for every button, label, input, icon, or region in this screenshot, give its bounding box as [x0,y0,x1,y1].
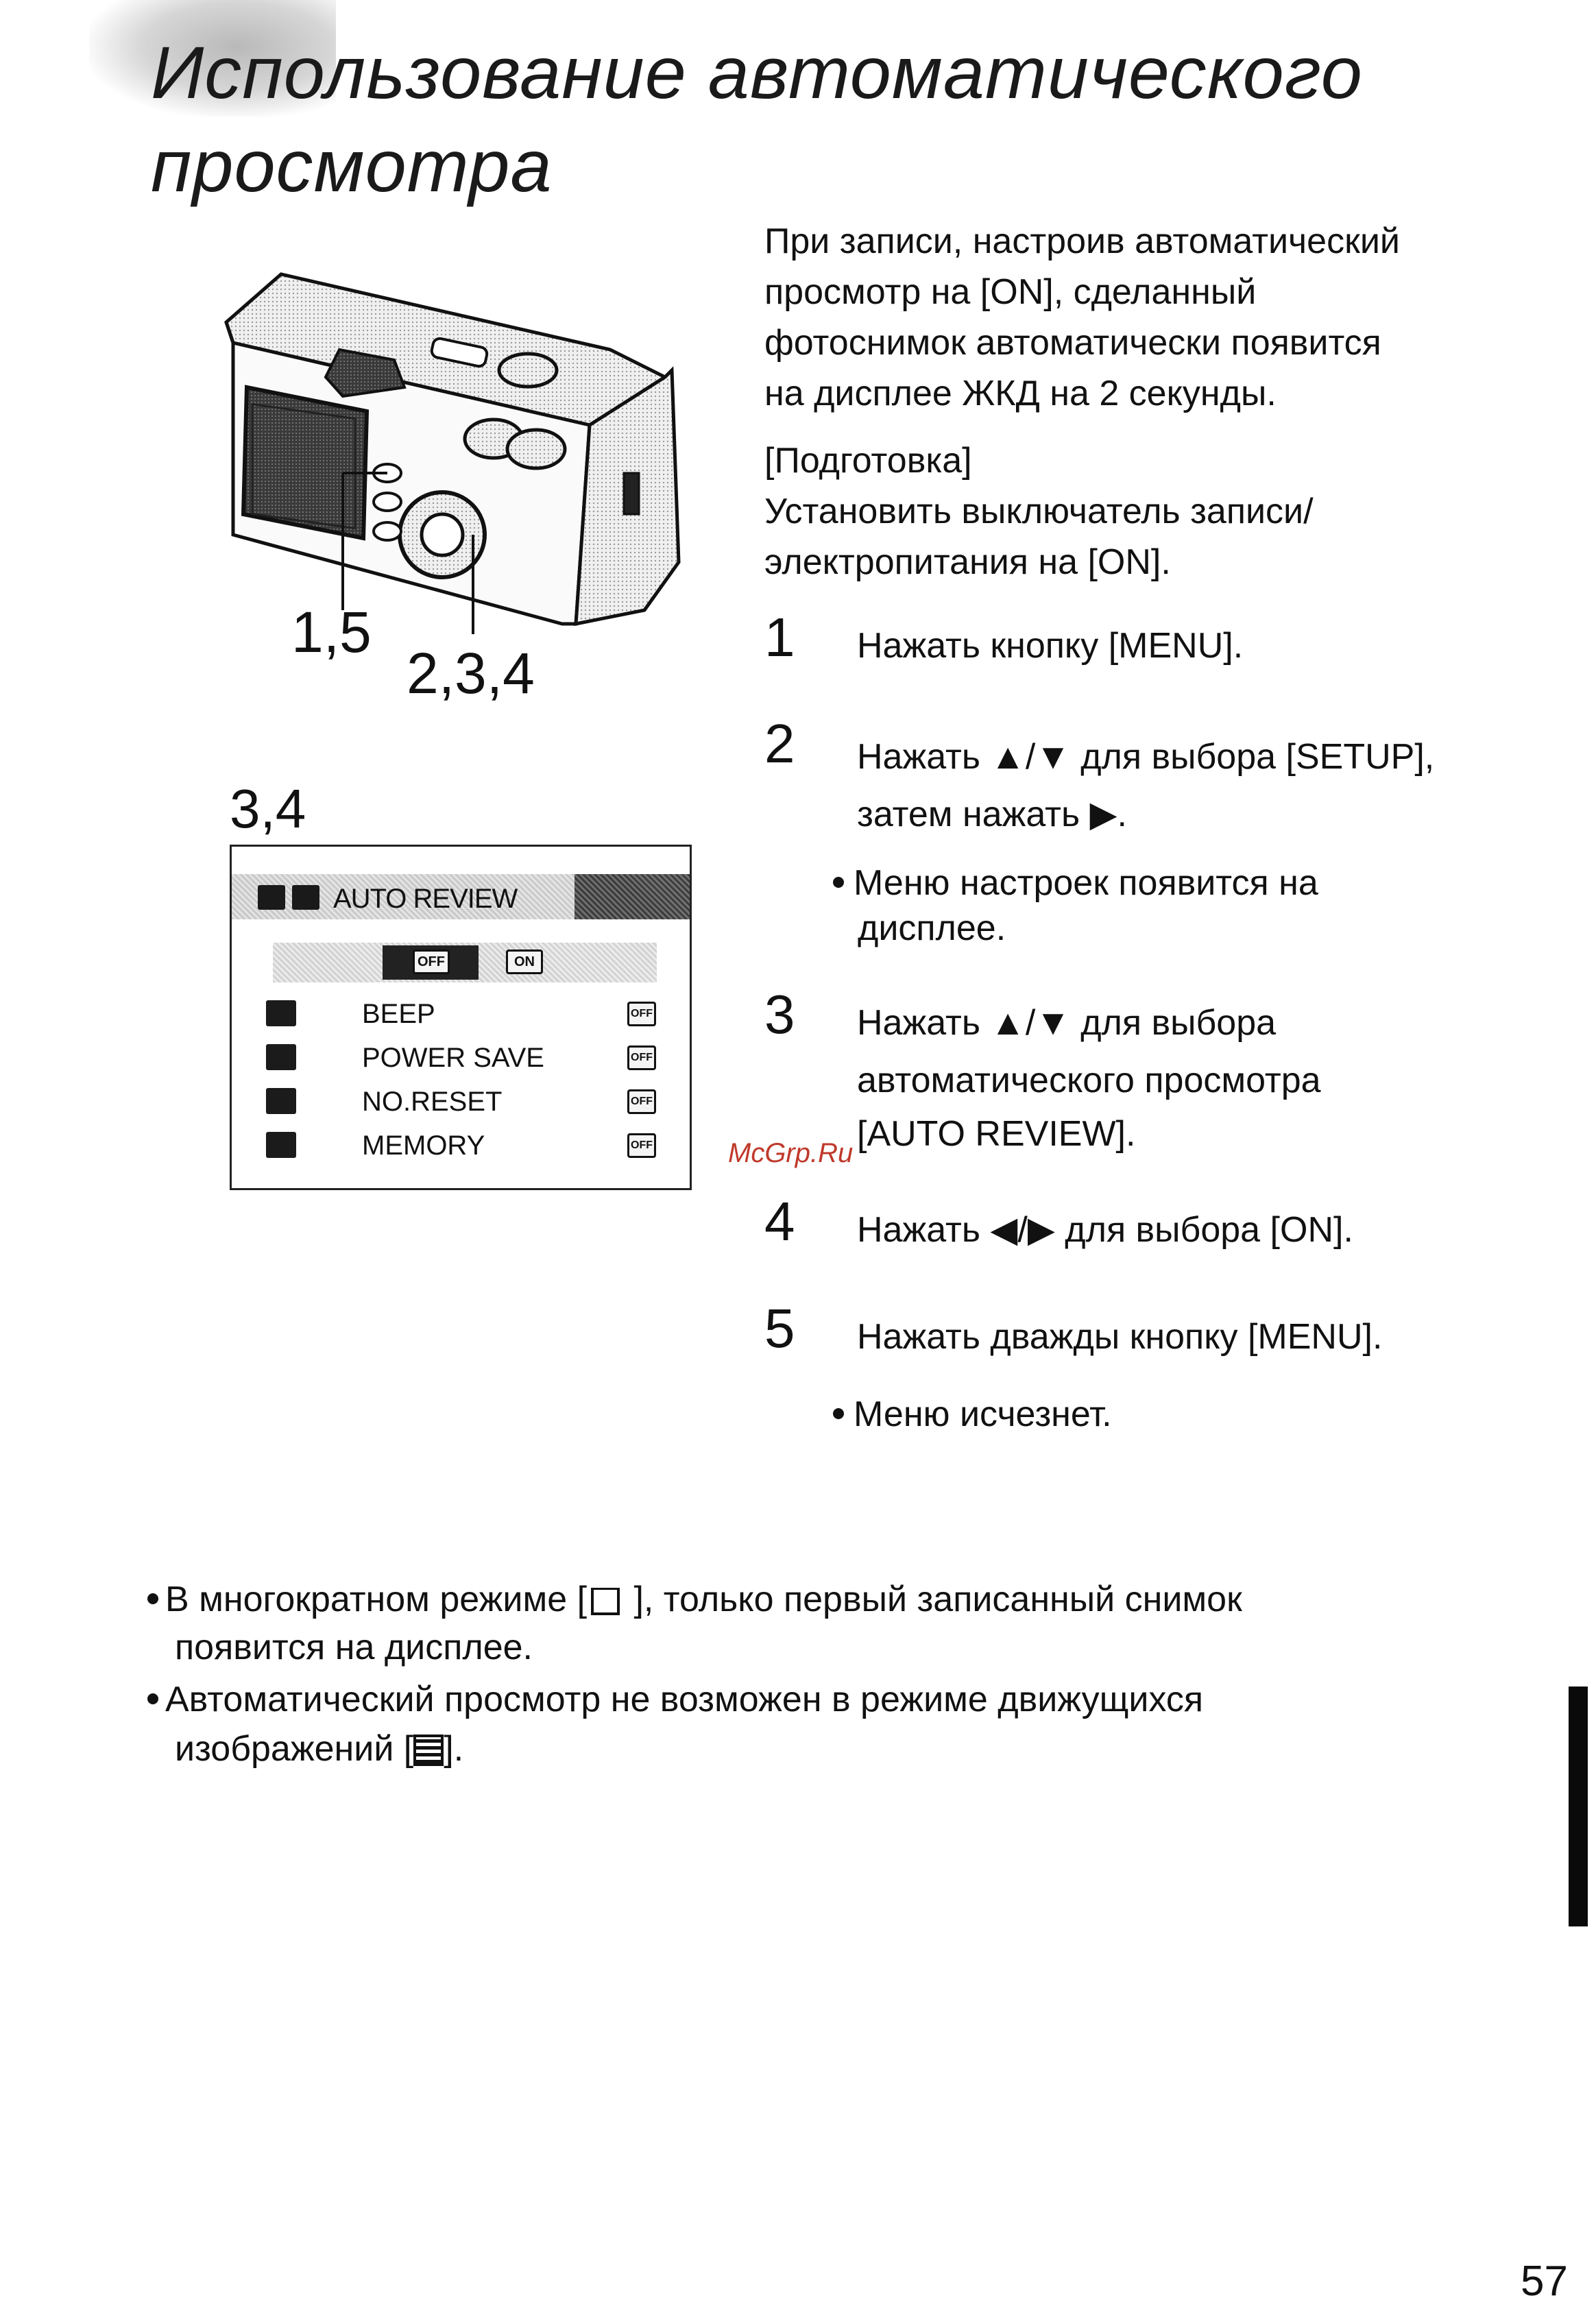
beep-icon [266,1000,296,1026]
section-edge-bar [1569,1687,1588,1926]
step-3-text-1: Нажать ▲/▼ для выбора [857,1003,1277,1043]
step-3-text-2: автоматического просмотра [857,1061,1321,1100]
preparation-line-1: Установить выключатель записи/ [764,492,1314,531]
menu-header: AUTO REVIEW [232,874,690,919]
title-shading [89,0,336,117]
intro-line-2: просмотр на [ON], сделанный [764,272,1257,312]
review-icon [292,885,319,910]
step-2-number: 2 [764,713,795,774]
page-number: 57 [1521,2258,1568,2305]
setup-icon [258,885,285,910]
step-1-number: 1 [764,607,795,668]
menu-item-value: OFF [627,1133,656,1158]
menu-item-label: MEMORY [362,1131,485,1161]
memory-icon [266,1132,296,1158]
bullet-dot [833,877,844,888]
power-save-icon [266,1044,296,1070]
note-text: В многократном режиме [ [165,1580,588,1619]
menu-item-beep: BEEP OFF [266,996,664,1030]
option-selector: OFF ON [273,943,657,982]
note-text: ], только первый записанный снимок [624,1580,1242,1619]
watermark: McGrp.Ru [728,1138,854,1168]
menu-item-value: OFF [627,1045,656,1070]
step-5-bullet: Меню исчезнет. [833,1392,1112,1437]
no-reset-icon [266,1088,296,1114]
menu-item-value: OFF [627,1089,656,1114]
step-1-text: Нажать кнопку [MENU]. [857,626,1244,666]
menu-header-shade [575,874,690,919]
bullet-dot [147,1693,158,1704]
bullet-dot [833,1408,844,1419]
callout-1-5: 1,5 [291,600,372,664]
callout-2-3-4: 2,3,4 [407,641,535,705]
camera-illustration [224,272,681,634]
intro-line-3: фотоснимок автоматически появится [764,323,1381,363]
note-1-line-2: появится на дисплее. [175,1628,533,1667]
option-on: ON [506,950,543,974]
note-text: ]. [444,1729,464,1769]
page-title-line2: просмотра [151,124,553,207]
option-off: OFF [413,950,450,974]
step-2-text-2: затем нажать ▶. [857,795,1127,834]
menu-item-memory: MEMORY OFF [266,1128,664,1162]
menu-item-power-save: POWER SAVE OFF [266,1040,664,1074]
step-5-text: Нажать дважды кнопку [MENU]. [857,1317,1383,1357]
intro-line-1: При записи, настроив автоматический [764,221,1400,261]
menu-item-label: NO.RESET [362,1087,503,1117]
bullet-dot [147,1593,158,1604]
menu-screen: AUTO REVIEW OFF ON BEEP OFF POWER SAVE O… [230,845,692,1190]
menu-item-no-reset: NO.RESET OFF [266,1084,664,1118]
step-3-text-3: [AUTO REVIEW]. [857,1114,1136,1154]
step-5-number: 5 [764,1298,795,1359]
step-3-number: 3 [764,984,795,1045]
burst-mode-icon [591,1588,620,1615]
note-2-line-2: изображений []. [175,1726,463,1772]
step-4-text: Нажать ◀/▶ для выбора [ON]. [857,1210,1353,1250]
page-title-line1: Использование автоматического [151,31,1363,114]
preparation-line-2: электропитания на [ON]. [764,542,1171,582]
callout-3-4: 3,4 [230,778,306,839]
preparation-label: [Подготовка] [764,441,972,481]
note-text: Автоматический просмотр не возможен в ре… [165,1680,1204,1719]
bullet-text: Меню исчезнет. [854,1394,1112,1434]
step-2-bullet-2: дисплее. [858,908,1006,948]
menu-header-title: AUTO REVIEW [333,884,518,914]
note-2-line-1: Автоматический просмотр не возможен в ре… [147,1677,1203,1722]
menu-item-value: OFF [627,1002,656,1026]
step-2-text-1: Нажать ▲/▼ для выбора [SETUP], [857,737,1435,777]
menu-item-label: BEEP [362,999,435,1029]
step-4-number: 4 [764,1191,795,1252]
note-text: изображений [ [175,1729,414,1769]
menu-item-label: POWER SAVE [362,1043,544,1073]
step-2-bullet-1: Меню настроек появится на [833,860,1318,906]
intro-line-4: на дисплее ЖКД на 2 секунды. [764,374,1277,413]
note-1-line-1: В многократном режиме [ ], только первый… [147,1577,1242,1622]
movie-mode-icon [413,1734,444,1766]
bullet-text: Меню настроек появится на [854,863,1318,903]
